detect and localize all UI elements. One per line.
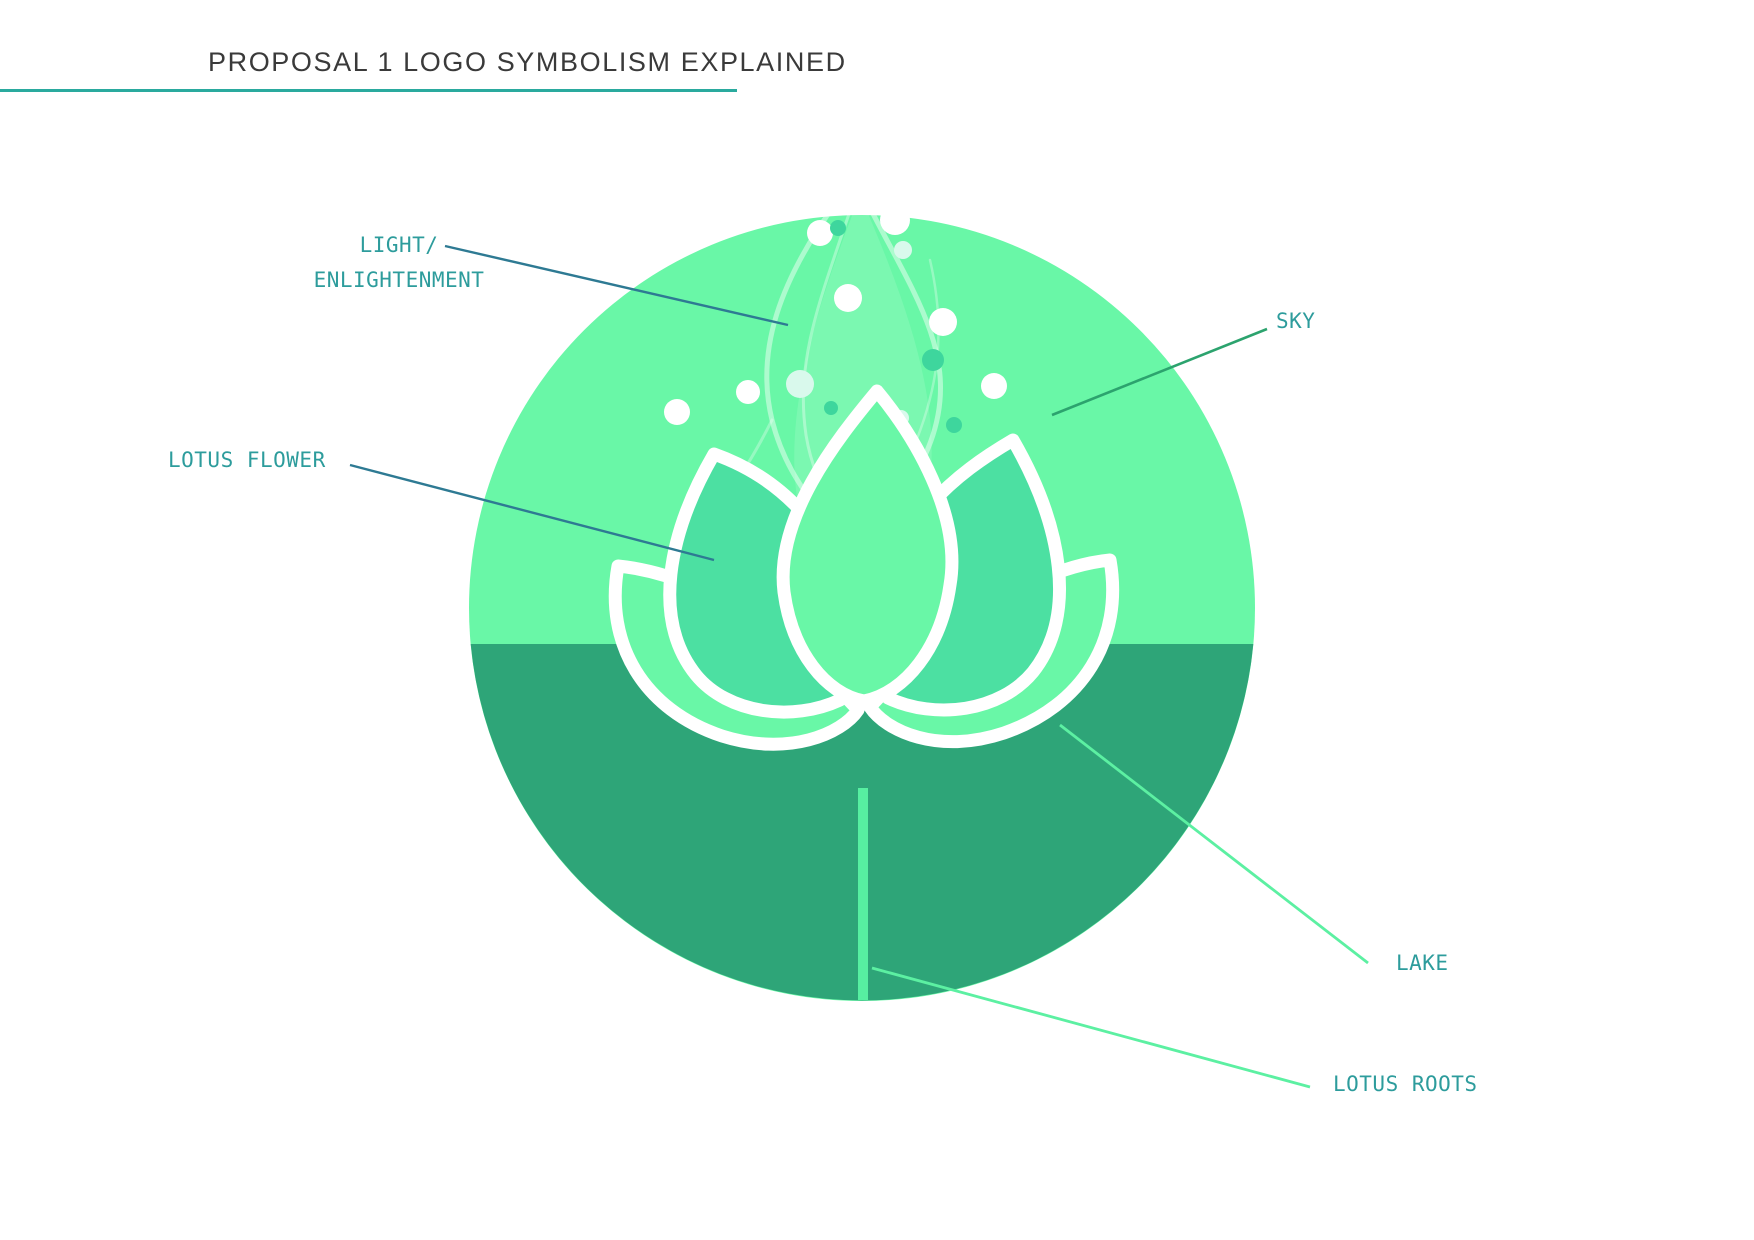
lake-callout-line <box>1059 723 1369 965</box>
label-lotus-flower: LOTUS FLOWER <box>168 448 326 472</box>
label-lake: LAKE <box>1396 951 1449 975</box>
lotus-petal-center <box>776 384 959 708</box>
page-title: PROPOSAL 1 LOGO SYMBOLISM EXPLAINED <box>208 47 847 77</box>
title-underline-rule <box>0 89 737 92</box>
lotus-flower <box>608 384 1120 751</box>
sky-callout-line <box>1051 327 1268 417</box>
lotus-flower-callout-line <box>349 463 715 562</box>
label-lotus-roots: LOTUS ROOTS <box>1333 1072 1478 1096</box>
label-sky: SKY <box>1276 309 1316 333</box>
light-callout-line <box>444 244 789 327</box>
label-light-line2: ENLIGHTENMENT <box>313 268 485 292</box>
label-light-line1: LIGHT/ <box>359 233 439 257</box>
lotus-roots-callout-line <box>871 966 1311 1089</box>
light-bubbles <box>664 205 1007 433</box>
label-light-enlightenment: LIGHT/ ENLIGHTENMENT <box>314 228 485 298</box>
